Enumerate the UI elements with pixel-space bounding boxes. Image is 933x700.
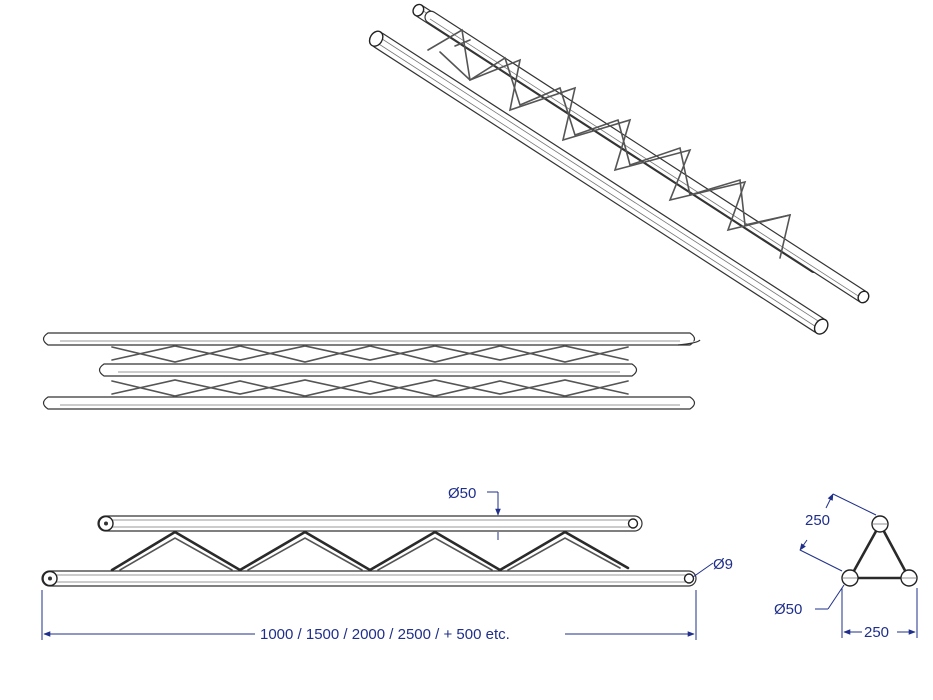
plan-top-chord [42,332,701,346]
pin-diameter-callout: Ø9 [692,556,733,578]
section-node-left [841,569,859,587]
section-height-label: 250 [805,512,830,529]
plan-bracing [111,345,629,397]
iso-bracing [427,28,792,259]
elevation-truss-view: Ø50 Ø9 1000 / 1500 / 2000 / 2500 / + 500… [41,485,733,643]
section-width-label: 250 [864,624,889,641]
elevation-bracing [110,530,630,572]
section-width-dimension: 250 [841,588,918,641]
length-options-label: 1000 / 1500 / 2000 / 2500 / + 500 etc. [260,626,510,643]
tube-diameter-callout: Ø50 [448,485,501,540]
tube-diameter-label: Ø50 [448,485,476,502]
iso-chord-front [368,30,829,335]
section-braces [848,522,911,580]
section-node-top [871,515,889,533]
plan-truss-view [42,332,701,410]
isometric-truss-view [368,3,870,335]
section-tube-diameter-callout: Ø50 [774,584,845,618]
pin-diameter-label: Ø9 [713,556,733,573]
section-tube-diameter-label: Ø50 [774,601,802,618]
section-height-dimension: 250 [799,493,877,572]
elevation-bottom-chord [41,570,697,587]
plan-middle-chord [98,363,638,377]
iso-chord-middle [424,10,870,304]
section-node-right [900,569,918,587]
plan-bottom-chord [42,396,696,410]
cross-section-view: 250 Ø50 250 [774,493,918,641]
elevation-top-chord [97,515,643,532]
length-dimension: 1000 / 1500 / 2000 / 2500 / + 500 etc. [41,590,697,643]
